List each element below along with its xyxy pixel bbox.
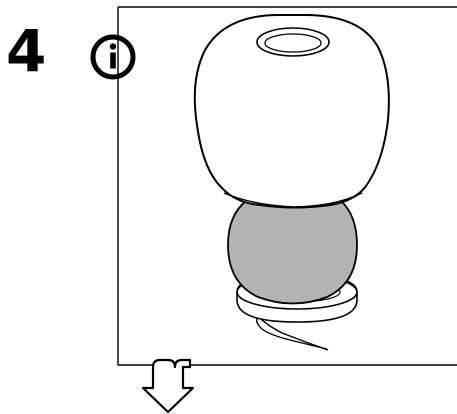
shade-bottom-rim [223, 192, 363, 208]
step-frame [117, 7, 457, 366]
step-number: 4 [6, 17, 47, 85]
arrow-down-icon [141, 358, 195, 414]
shade-top-opening-inner [264, 33, 322, 53]
lamp-body [227, 199, 358, 305]
info-icon [90, 34, 136, 80]
power-cable [255, 314, 329, 351]
power-cable-back [261, 328, 328, 350]
